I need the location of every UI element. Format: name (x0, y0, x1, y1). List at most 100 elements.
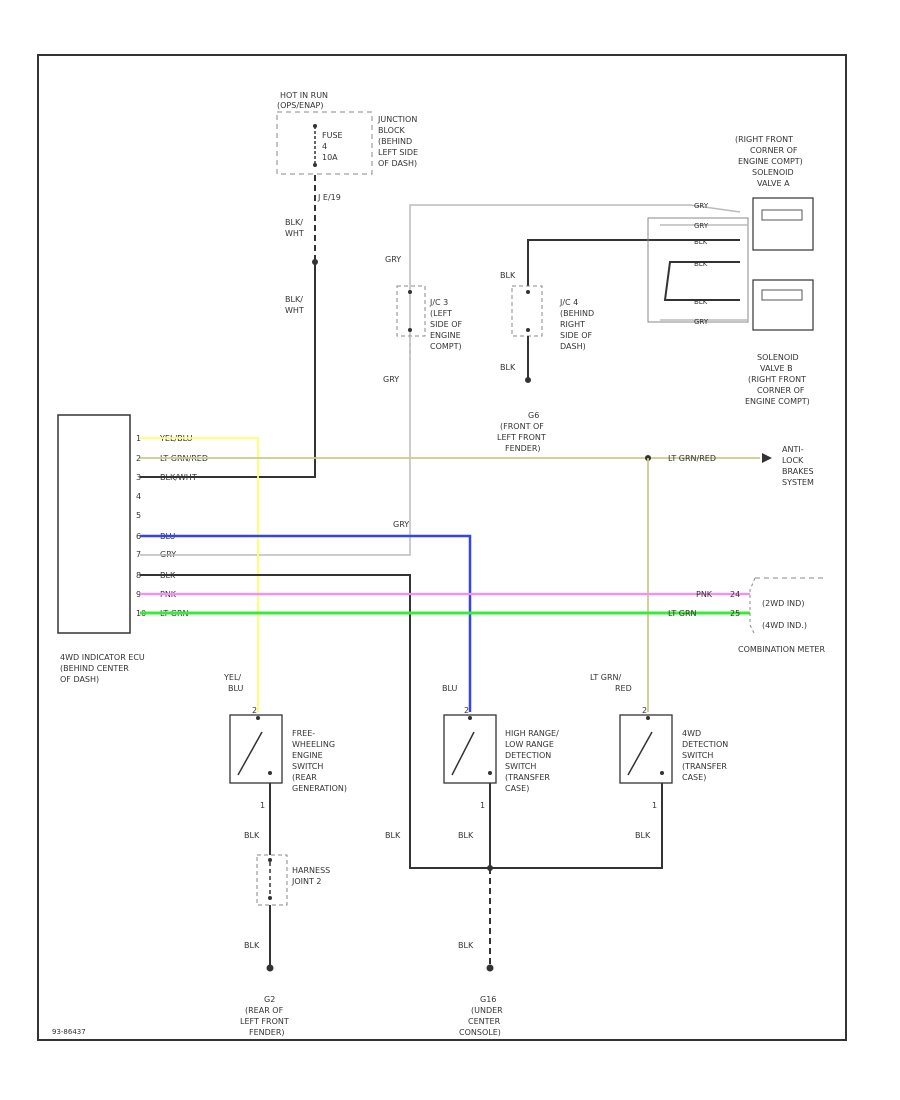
sol-a-label-3: ENGINE COMPT) (738, 157, 803, 166)
g16-line1: G16 (480, 995, 496, 1004)
g16-ground: BLK (458, 865, 494, 972)
harness-joint-label-1: HARNESS (292, 866, 330, 875)
g2-line2: (REAR OF (245, 1006, 284, 1015)
harness-joint-label-2: JOINT 2 (291, 877, 322, 886)
sol-b-label-1: SOLENOID (757, 353, 799, 362)
jc4-blk-bottom: BLK (500, 363, 516, 372)
fw-switch-box (229, 714, 283, 784)
abs-line4: SYSTEM (782, 478, 814, 487)
4wd-label-3: SWITCH (682, 751, 713, 760)
g6-line3: LEFT FRONT (497, 433, 546, 442)
fuse-number: 4 (322, 142, 327, 151)
solenoid-valve-b (752, 279, 814, 331)
yel-blu-label-2: BLU (228, 684, 244, 693)
ecu-label-line2: (BEHIND CENTER (60, 664, 129, 673)
hl-switch-box (443, 714, 497, 784)
solenoid-a-label: (RIGHT FRONT CORNER OF ENGINE COMPT) SOL… (735, 135, 803, 188)
hl-label-6: CASE) (505, 784, 529, 793)
fw-blk-label: BLK (244, 831, 260, 840)
jc4-label-line5: DASH) (560, 342, 586, 351)
ltgrn-right-label: LT GRN (668, 609, 697, 618)
ecu-pin-6: 6 (136, 532, 141, 541)
high-low-range-switch: 2 1 HIGH RANGE/ LOW RANGE DETECTION SWIT… (443, 706, 559, 868)
abs-line2: LOCK (782, 456, 804, 465)
g2-line3: LEFT FRONT (240, 1017, 289, 1026)
jc3-outline (396, 285, 426, 337)
jc4-label-line4: SIDE OF (560, 331, 592, 340)
jc3-gry-top: GRY (385, 255, 401, 264)
sol-a-label-1: (RIGHT FRONT (735, 135, 793, 144)
sol-b-label-5: ENGINE COMPT) (745, 397, 810, 406)
wire-blk-wht: BLK/ WHT BLK/ WHT (140, 175, 318, 478)
wire-ltgrn: LT GRN (140, 609, 750, 618)
harness-joint-2: HARNESS JOINT 2 BLK (244, 854, 330, 972)
fuse-name: FUSE (322, 131, 343, 140)
ltgrn-red-sw-label-2: RED (615, 684, 632, 693)
abs-label: ANTI- LOCK BRAKES SYSTEM (782, 445, 814, 487)
ecu-pin-2: 2 (136, 454, 141, 463)
wire-yel-blu: YEL/ BLU (140, 437, 259, 712)
g6-label: G6 (FRONT OF LEFT FRONT FENDER) (497, 411, 546, 453)
solenoid-valve-b-coil (761, 289, 803, 301)
g16-line3: CENTER (468, 1017, 501, 1026)
ecu-pin-wire-labels: YEL/BLU LT GRN/RED BLK/WHT BLU GRY BLK P… (159, 434, 208, 618)
free-wheeling-switch: 2 1 FREE- WHEELING ENGINE SWITCH (REAR G… (229, 706, 347, 968)
sol-b-label-4: CORNER OF (757, 386, 805, 395)
hl-pin-bottom: 1 (480, 801, 485, 810)
fuse-rating: 10A (322, 153, 338, 162)
jc4-label-line3: RIGHT (560, 320, 585, 329)
ecu-pin-5: 5 (136, 511, 141, 520)
gry-vertical-label: GRY (393, 520, 409, 529)
ecu-pin-8: 8 (136, 571, 141, 580)
jc3-terminal-top (408, 290, 412, 294)
g16-line4: CONSOLE) (459, 1028, 501, 1037)
jc4-block: BLK BLK J/C 4 (BEHIND RIGHT SIDE OF DASH… (500, 239, 740, 383)
solenoid-connector-outline (647, 217, 749, 323)
ecu-pin-3: 3 (136, 473, 141, 482)
hl-label-4: SWITCH (505, 762, 536, 771)
ecu-pin-1: 1 (136, 434, 141, 443)
ltgrn-red-right-label: LT GRN/RED (668, 454, 716, 463)
wire-gray-to-solenoid: GRY (140, 204, 741, 556)
fw-pin-bottom: 1 (260, 801, 265, 810)
fw-label-4: SWITCH (292, 762, 323, 771)
junction-block-outline (276, 111, 373, 175)
fw-label-1: FREE- (292, 729, 315, 738)
meter-2wd-ind: (2WD IND) (762, 599, 804, 608)
jc3-terminal-bottom (408, 328, 412, 332)
4wd-label-1: 4WD (682, 729, 701, 738)
wire-blu: BLU (140, 534, 472, 712)
g2-line1: G2 (264, 995, 275, 1004)
ecu-pin-7: 7 (136, 550, 141, 559)
g16-blk-label: BLK (458, 941, 474, 950)
jc4-label-line1: J/C 4 (559, 298, 578, 307)
diagram-frame (37, 54, 847, 1041)
sol-a-wire-2: GRY (694, 222, 709, 230)
abs-line3: BRAKES (782, 467, 814, 476)
g2-ground-dot (266, 964, 274, 972)
hl-switch-label: HIGH RANGE/ LOW RANGE DETECTION SWITCH (… (505, 729, 559, 793)
g6-line2: (FRONT OF (500, 422, 544, 431)
g6-line1: G6 (528, 411, 539, 420)
solenoid-wire-labels: GRY GRY BLK BLK BLK GRY (694, 202, 709, 326)
ecu-label-line1: 4WD INDICATOR ECU (60, 653, 145, 662)
blk-wht-label-1a: BLK/ (285, 218, 303, 227)
g6-line4: FENDER) (505, 444, 541, 453)
fuse-label-line1: HOT IN RUN (280, 91, 328, 100)
fuse-terminal-bottom (313, 163, 317, 167)
ecu-pin-9: 9 (136, 590, 141, 599)
pnk-right-label: PNK (696, 590, 713, 599)
fw-label-6: GENERATION) (292, 784, 347, 793)
solenoid-section: GRY GRY BLK BLK BLK GRY (RIGHT FRONT COR… (647, 135, 814, 406)
harness-joint-outline (256, 854, 288, 906)
fw-label-5: (REAR (292, 773, 317, 782)
sol-b-label-3: (RIGHT FRONT (748, 375, 806, 384)
jc4-blk-wire (527, 239, 740, 286)
hl-label-3: DETECTION (505, 751, 551, 760)
g16-line2: (UNDER (471, 1006, 503, 1015)
hl-switch-arm (451, 731, 475, 776)
sol-a-wire-1: GRY (694, 202, 709, 210)
blk-wht-label-2a: BLK/ (285, 295, 303, 304)
jc4-label-line2: (BEHIND (560, 309, 594, 318)
